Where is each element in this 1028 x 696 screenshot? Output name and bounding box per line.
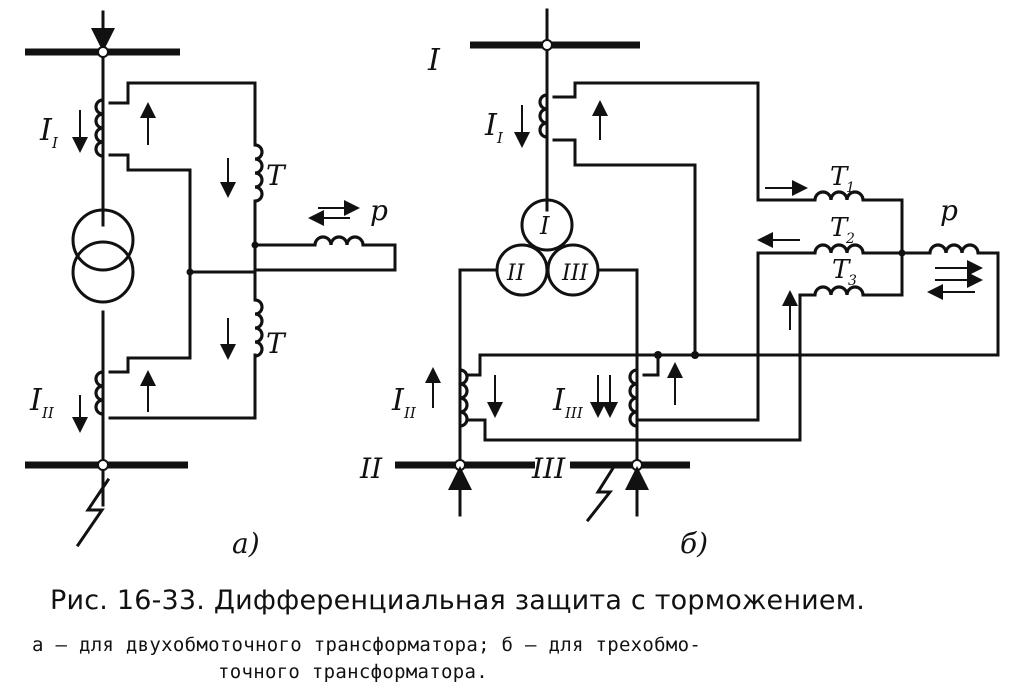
restraint-bottom-label-a: T: [266, 327, 287, 360]
ct-1-b: [538, 93, 548, 139]
restraint-t1: [813, 190, 865, 201]
relay-label-a: p: [370, 194, 388, 227]
winding-2-label: II: [506, 261, 526, 286]
ct-2-label: I: [391, 383, 405, 418]
t1-label: T: [830, 162, 849, 192]
ct-1-label: I: [484, 108, 498, 143]
relay-label-b: p: [940, 194, 958, 227]
restraint-top-label-a: T: [266, 159, 287, 192]
ct-1-sub: I: [496, 129, 504, 147]
t2-label: T: [830, 213, 849, 243]
ct-bottom-label-a: I: [29, 383, 43, 418]
restraint-coil-bottom-a: [254, 298, 264, 358]
transformer-a: [71, 208, 135, 304]
bus-2-label: II: [359, 452, 383, 485]
restraint-t3: [813, 285, 865, 296]
ct-top-a: [94, 98, 104, 158]
restraint-t2: [813, 243, 865, 254]
t3-label: T: [832, 255, 851, 285]
t3-sub: 3: [848, 273, 857, 289]
restraint-coil-top-a: [254, 143, 264, 203]
sublabel-b: б): [680, 527, 708, 560]
ct-bottom-sub-a: II: [41, 404, 55, 422]
fault-lightning-b: [585, 462, 618, 523]
winding-1-label: I: [539, 212, 550, 240]
relay-coil-b: [928, 243, 980, 254]
ct-top-sub-a: I: [51, 134, 59, 152]
ct-bottom-a: [94, 370, 104, 416]
ct-2-sub: II: [403, 404, 417, 422]
figure-caption-line-1: а — для двухобмоточного трансформатора; …: [32, 634, 702, 656]
diagram-b: I II III I II III: [359, 8, 1000, 560]
diagram-canvas: I I I II T T p а) I II III I II III: [25, 8, 1000, 560]
bus-1-label: I: [427, 43, 441, 78]
fault-lightning-a: [75, 477, 111, 548]
sublabel-a: а): [232, 527, 260, 560]
ct-3-b: [628, 368, 638, 428]
bus-3-label: III: [531, 452, 566, 485]
winding-3-label: III: [561, 261, 589, 286]
diagram-a: I I I II T T p а): [25, 10, 397, 560]
figure-caption-line-2: точного трансформатора.: [218, 661, 488, 683]
t1-sub: 1: [846, 180, 855, 196]
relay-coil-a: [313, 235, 365, 246]
t2-sub: 2: [845, 231, 855, 247]
ct-3-sub: III: [564, 404, 584, 422]
ct-top-label-a: I: [39, 113, 53, 148]
figure-caption-title: Рис. 16-33. Дифференциальная защита с то…: [50, 585, 866, 616]
ct-2-b: [459, 368, 469, 428]
ct-3-label: I: [552, 383, 566, 418]
